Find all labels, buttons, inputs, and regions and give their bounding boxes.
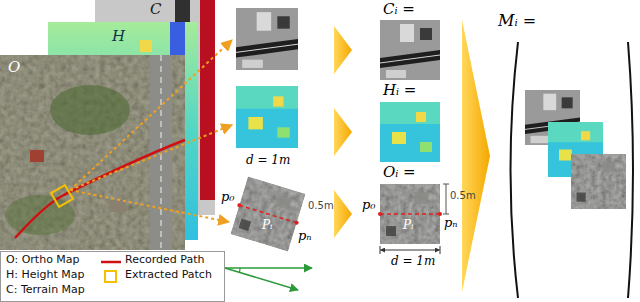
patch-sample bbox=[105, 271, 116, 282]
matrix-label: Hᵢ = bbox=[383, 82, 416, 99]
legend-text: H: Height Map bbox=[6, 269, 85, 282]
layer-letter: O bbox=[8, 59, 20, 76]
legend-text: Extracted Patch bbox=[125, 269, 212, 282]
dimension-label: 0.5m bbox=[450, 190, 476, 202]
legend-box: O: Ortho Map H: Height Map C: Terrain Map R… bbox=[0, 251, 225, 302]
matrix-label: Cᵢ = bbox=[383, 1, 415, 18]
dimension-label: 0.5m bbox=[308, 200, 334, 212]
layer-letter: C bbox=[150, 1, 161, 18]
legend-text: O: Ortho Map bbox=[6, 254, 80, 267]
matrix-label: Mᵢ = bbox=[498, 12, 536, 30]
point-label: pₙ bbox=[298, 229, 312, 244]
map-layer: H bbox=[48, 22, 198, 240]
matrix-label: Oᵢ = bbox=[383, 164, 416, 181]
legend-sample bbox=[100, 270, 122, 284]
legend-sample bbox=[100, 255, 122, 269]
map-layer: O bbox=[0, 55, 185, 250]
path-sample bbox=[101, 261, 121, 264]
legend-text: Recorded Path bbox=[125, 254, 204, 267]
point-label: pₙ bbox=[444, 216, 458, 231]
legend-text: C: Terrain Map bbox=[6, 284, 85, 297]
dimension-label: d = 1m bbox=[246, 154, 290, 168]
layer-letter: H bbox=[112, 28, 125, 45]
point-label: p₀ bbox=[221, 190, 235, 205]
patch-label: Pᵢ bbox=[262, 219, 273, 233]
point-label: p₀ bbox=[362, 198, 376, 213]
patch-label: Pᵢ bbox=[403, 219, 414, 233]
dimension-label: d = 1m bbox=[391, 255, 435, 269]
